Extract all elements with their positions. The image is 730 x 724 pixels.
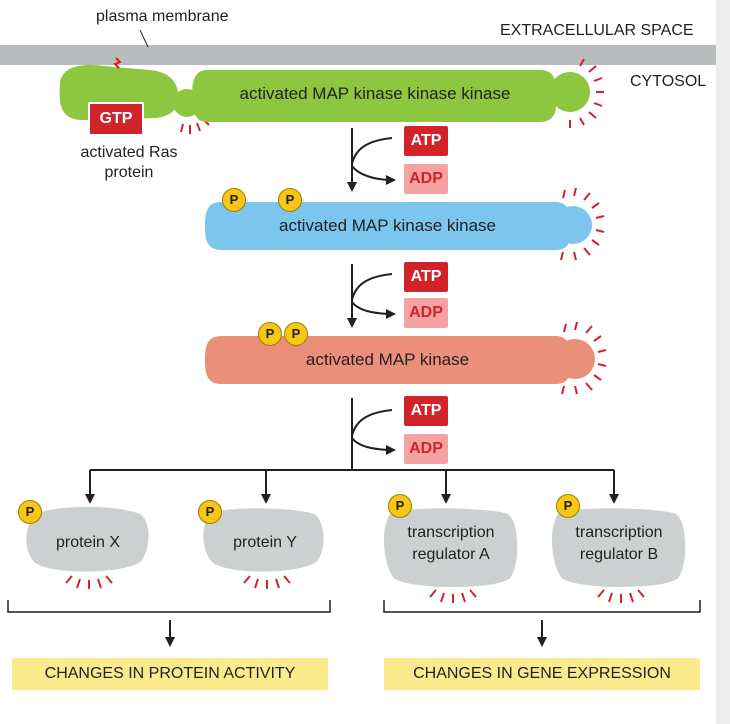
phosphate-regulator-b: P: [556, 494, 580, 518]
atp-tag-2: ATP: [404, 262, 448, 292]
mapk-knob: [555, 339, 595, 379]
outcome-gene-expression: CHANGES IN GENE EXPRESSION: [384, 658, 700, 690]
atp-tag-3: ATP: [404, 396, 448, 426]
phosphate-protein-y: P: [198, 500, 222, 524]
mapk-label: activated MAP kinase: [305, 350, 470, 369]
adp-tag-1: ADP: [404, 164, 448, 194]
protein-y-label: protein Y: [233, 534, 297, 551]
mapk-body: [205, 336, 570, 384]
mapkk-body: [205, 202, 570, 250]
plasma-membrane-label: plasma membrane: [96, 8, 229, 25]
mapkkk-activity-rays: [569, 58, 604, 128]
ras-label-line2: protein: [104, 164, 154, 181]
regulator-a-shape: [383, 508, 518, 587]
phosphate-regulator-a: P: [388, 494, 412, 518]
regulator-a-label-line2: regulator A: [412, 546, 490, 563]
plasma-membrane-band: [0, 45, 716, 65]
mapkk-activity-rays: [560, 187, 605, 261]
mapkkk-body: [192, 70, 556, 122]
adp-tag-2: ADP: [404, 298, 448, 328]
adp-tag-3: ADP: [404, 434, 448, 464]
mapkkk-label: activated MAP kinase kinase kinase: [239, 84, 511, 103]
mapkk-label: activated MAP kinase kinase: [278, 216, 497, 235]
target-activity-rays: [65, 575, 645, 603]
outcome-protein-activity: CHANGES IN PROTEIN ACTIVITY: [12, 658, 328, 690]
extracellular-space-label: EXTRACELLULAR SPACE: [500, 22, 694, 39]
protein-x-label: protein X: [55, 534, 121, 551]
protein-x-shape: [26, 506, 149, 572]
step2-arrow: [347, 264, 396, 328]
outcome-brackets: [7, 600, 701, 613]
phosphate-mapkk-1: P: [222, 188, 246, 212]
phosphate-mapk-2: P: [284, 322, 308, 346]
cytosol-label: CYTOSOL: [630, 73, 707, 90]
branch-lines: [85, 469, 619, 504]
plasma-membrane-pointer: [139, 29, 149, 48]
mapkkk-knob: [550, 72, 590, 112]
gtp-tag: GTP: [88, 102, 144, 136]
mapk-activity-rays: [561, 321, 607, 395]
regulator-b-label-line1: transcription: [575, 524, 663, 541]
phosphate-mapkk-2: P: [278, 188, 302, 212]
step1-arrow: [347, 128, 396, 192]
atp-tag-1: ATP: [404, 126, 448, 156]
phosphate-protein-x: P: [18, 500, 42, 524]
regulator-b-shape: [551, 508, 686, 587]
page-edge: [716, 0, 730, 724]
phosphate-mapk-1: P: [258, 322, 282, 346]
step3-arrow: [351, 398, 396, 470]
ras-label-line1: activated Ras: [80, 144, 178, 161]
mapkk-knob: [554, 206, 592, 244]
regulator-a-label-line1: transcription: [407, 524, 495, 541]
outcome-arrows: [165, 620, 547, 647]
regulator-b-label-line2: regulator B: [579, 546, 659, 563]
protein-y-shape: [203, 508, 324, 572]
